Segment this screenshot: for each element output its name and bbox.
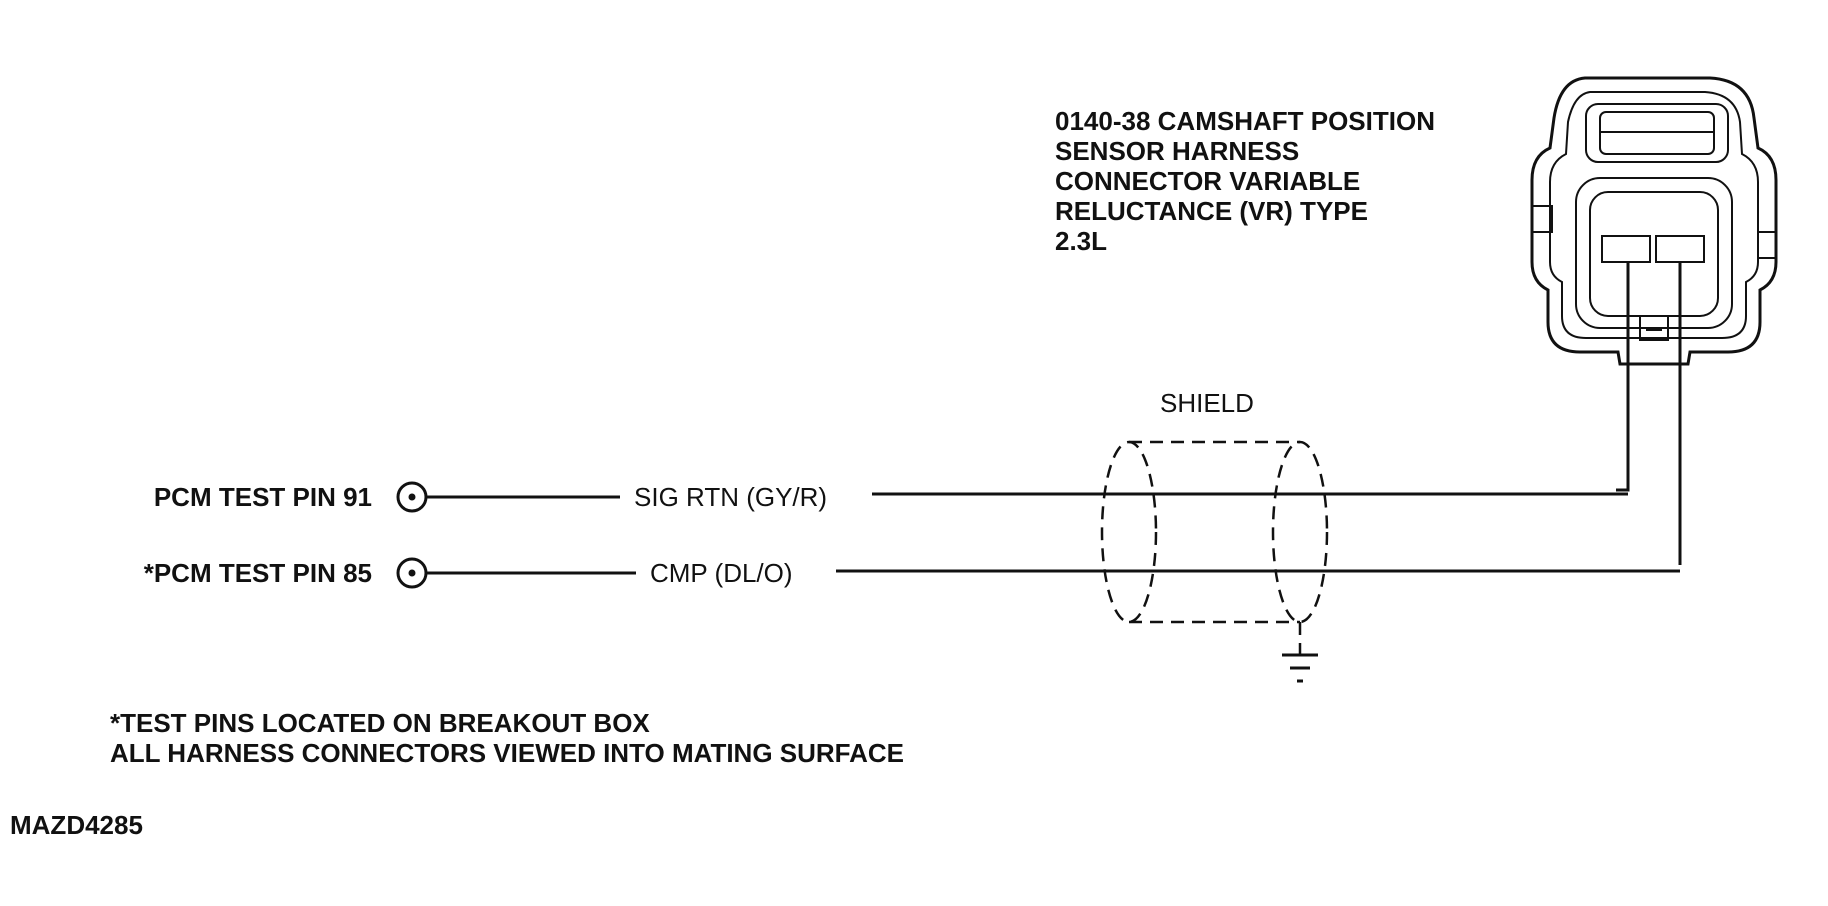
- pin-91-label: PCM TEST PIN 91: [154, 482, 372, 512]
- note-line-1: *TEST PINS LOCATED ON BREAKOUT BOX: [110, 708, 650, 738]
- connector-title-line-1: 0140-38 CAMSHAFT POSITION: [1055, 106, 1435, 136]
- figure-id: MAZD4285: [10, 810, 143, 840]
- note-line-2: ALL HARNESS CONNECTORS VIEWED INTO MATIN…: [110, 738, 904, 768]
- sig-rtn-wire-label: SIG RTN (GY/R): [634, 482, 827, 512]
- cmp-wire-label: CMP (DL/O): [650, 558, 793, 588]
- shield-icon: [1100, 440, 1329, 683]
- test-pin-91-icon[interactable]: [396, 481, 428, 513]
- test-pin-85-icon[interactable]: [396, 557, 428, 589]
- pin-85-label: *PCM TEST PIN 85: [144, 558, 372, 588]
- sig-rtn-wire-vertical: [1616, 262, 1630, 492]
- connector-title-line-3: CONNECTOR VARIABLE: [1055, 166, 1360, 196]
- connector-title-line-4: RELUCTANCE (VR) TYPE: [1055, 196, 1368, 226]
- harness-connector-icon: [1530, 76, 1778, 366]
- shield-label: SHIELD: [1160, 388, 1254, 418]
- connector-title: 0140-38 CAMSHAFT POSITION SENSOR HARNESS…: [1055, 106, 1435, 256]
- connector-title-line-2: SENSOR HARNESS: [1055, 136, 1299, 166]
- connector-title-line-5: 2.3L: [1055, 226, 1107, 256]
